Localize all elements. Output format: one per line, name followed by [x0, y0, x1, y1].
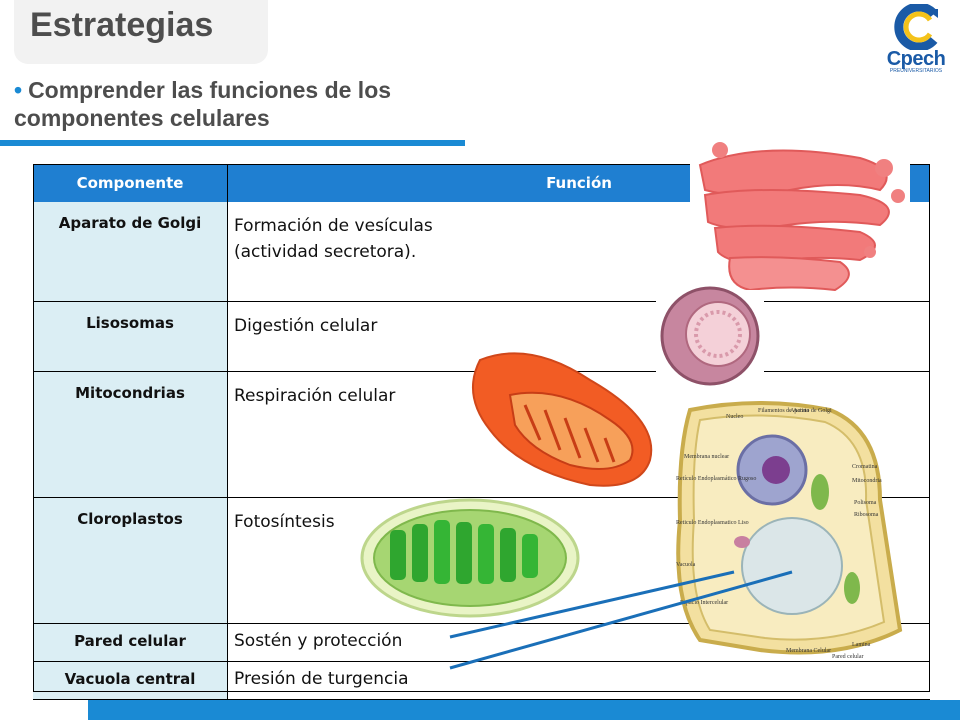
chloroplast-image — [360, 498, 580, 618]
label-reticulo-liso: Reticulo Endoplasmatico Liso — [676, 520, 749, 526]
logo-text: Cpech — [886, 48, 946, 70]
function-text: Formación de vesículas (actividad secret… — [234, 216, 433, 262]
page-title: Estrategias — [30, 6, 214, 44]
label-membrana-celular: Membrana Celular — [786, 648, 831, 654]
subtitle: •Comprender las funciones de los compone… — [14, 76, 474, 132]
logo-tagline: PREUNIVERSITARIOS — [889, 68, 943, 74]
label-pared-celular: Pared celular — [832, 654, 863, 660]
table-row: Pared celular Sostén y protección — [33, 623, 930, 662]
pointer-line-pared — [449, 570, 735, 639]
label-vacuola: Vacuola — [676, 562, 696, 568]
component-cell: Cloroplastos — [33, 497, 228, 624]
function-cell: Presión de turgencia — [227, 661, 930, 700]
component-cell: Pared celular — [33, 623, 228, 662]
bullet: • — [14, 77, 23, 103]
lysosome-image — [656, 286, 764, 386]
label-filamentos: Filamentos de Actina — [758, 408, 809, 414]
label-espacio: Espacio Intercelular — [680, 600, 728, 606]
plant-cell-image: Nucleo Filamentos de Actina Aparato de G… — [676, 401, 903, 660]
label-cromatina: Cromatina — [852, 464, 878, 470]
component-cell: Lisosomas — [33, 301, 228, 372]
label-polisoma: Polisoma — [854, 500, 877, 506]
header-component: Componente — [33, 164, 228, 202]
footer-bar — [88, 700, 960, 720]
table-row: Vacuola central Presión de turgencia — [33, 661, 930, 700]
pointer-line-vacuola — [449, 570, 793, 670]
label-golgi: Aparato de Golgi — [790, 408, 832, 414]
cpech-logo: Cpech PREUNIVERSITARIOS — [878, 2, 954, 76]
label-mitocondria: Mitocondria — [852, 478, 882, 484]
function-cell: Digestión celular — [227, 301, 930, 372]
component-cell: Vacuola central — [33, 661, 228, 700]
component-cell: Mitocondrias — [33, 371, 228, 498]
title-box — [14, 0, 268, 64]
component-cell: Aparato de Golgi — [33, 202, 228, 302]
label-ribosoma: Ribosoma — [854, 512, 879, 518]
header-rule — [0, 140, 465, 146]
mitochondria-image — [472, 352, 653, 487]
table-row: Lisosomas Digestión celular — [33, 301, 930, 372]
label-membrana-nuclear: Membrana nuclear — [684, 454, 729, 460]
label-nucleo: Nucleo — [726, 414, 743, 420]
label-reticulo-rugoso: Retículo Endoplasmático Rugoso — [676, 476, 756, 482]
subtitle-text: Comprender las funciones de los componen… — [14, 77, 392, 131]
label-lamina: Lamina — [852, 642, 871, 648]
golgi-image — [690, 140, 910, 298]
cpech-logo-icon — [894, 2, 938, 52]
